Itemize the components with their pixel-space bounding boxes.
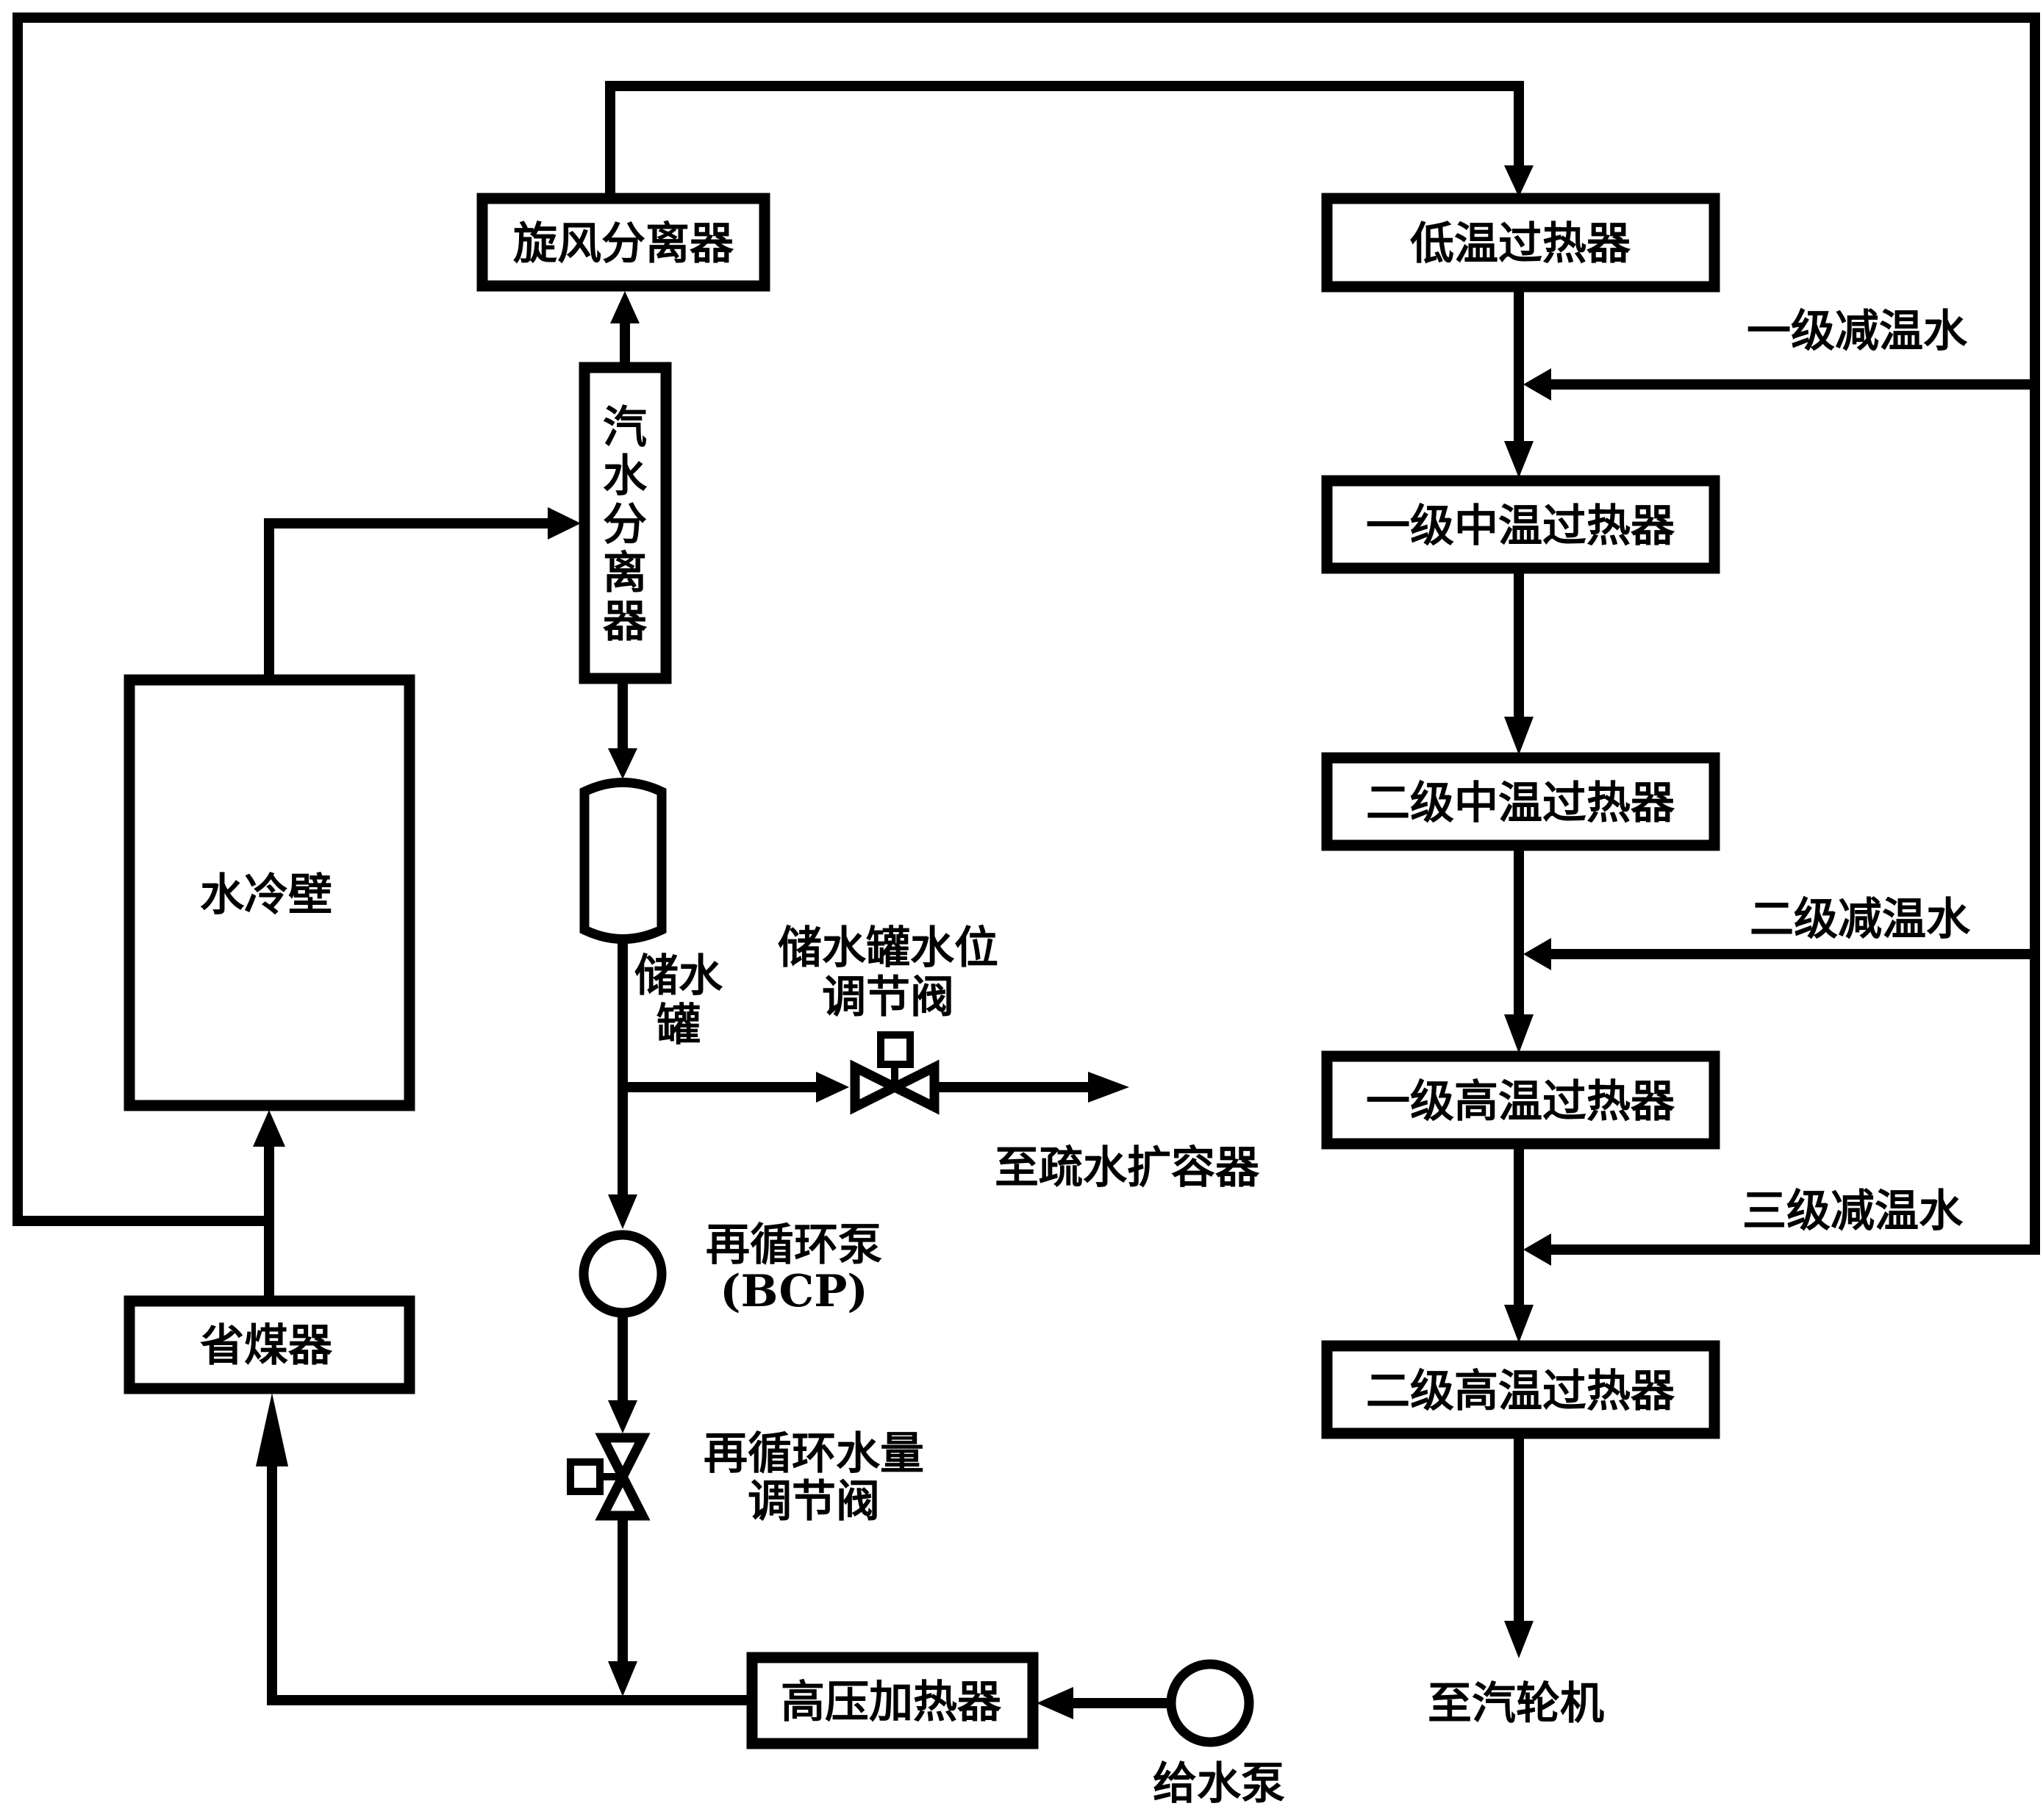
first-desuperheat-water-label: 一级减温水	[1747, 306, 1968, 357]
first-mid-temp-superheater-box	[1321, 475, 1720, 574]
hp-heater-box	[746, 1652, 1039, 1749]
arrow-into-waterwall	[253, 1110, 285, 1147]
storage-tank-label-line-1: 储水	[634, 950, 723, 1002]
pipe-cyclone-to-lowsh	[605, 81, 1524, 204]
to-drain-flash-tank-label: 至疏水扩容器	[995, 1142, 1260, 1194]
separator-label-char-1: 汽	[603, 402, 647, 454]
to-turbine-label: 至汽轮机	[1428, 1678, 1604, 1730]
arrow-into-economizer	[256, 1393, 288, 1466]
low-temp-superheater-label: 低温过热器	[1410, 218, 1631, 270]
arrow-into-pump	[608, 1194, 637, 1229]
arrow-to-turbine	[1504, 1621, 1534, 1658]
recirculation-pump-label-line-2: (BCP)	[720, 1266, 867, 1317]
first-high-temp-superheater-label: 一级高温过热器	[1366, 1076, 1675, 1128]
storage-tank-icon	[579, 778, 667, 944]
arrow-into-cyclone	[610, 291, 640, 323]
arrow-desuperheat-3	[1523, 1233, 1551, 1266]
arrow-into-tank	[608, 748, 637, 779]
arrow-into-feedline	[608, 1661, 637, 1697]
recirculation-valve-label-line-2: 调节阀	[748, 1476, 880, 1527]
pipe-hpheater-to-economizer	[267, 1458, 756, 1705]
feedwater-pump-label: 给水泵	[1153, 1758, 1285, 1810]
steam-water-separator-box	[579, 362, 672, 684]
pipe-outer-desuperheat-supply	[12, 12, 2040, 1255]
separator-label-char-5: 器	[603, 596, 648, 648]
tank-level-valve-label-line-2: 调节阀	[822, 972, 954, 1023]
feedwater-pump-icon	[1166, 1659, 1254, 1747]
separator-label-char-2: 水	[603, 451, 648, 502]
first-mid-temp-superheater-label: 一级中温过热器	[1366, 501, 1675, 552]
recirculation-pump-label-line-1: 再循环泵	[706, 1219, 882, 1271]
second-high-temp-superheater-box	[1321, 1340, 1720, 1439]
cyclone-separator-label: 旋风分离器	[513, 218, 734, 270]
arrow-into-highsh2	[1504, 1305, 1534, 1343]
water-wall-box	[124, 674, 415, 1111]
arrow-into-midsh2	[1504, 717, 1534, 755]
arrow-desuperheat-2	[1523, 938, 1551, 970]
tank-level-valve-label-line-1: 储水罐水位	[778, 922, 998, 974]
economizer-label: 省煤器	[200, 1320, 333, 1372]
recirculation-pump-icon	[579, 1230, 667, 1318]
separator-label-char-3: 分	[603, 499, 647, 551]
arrow-into-separator	[548, 507, 581, 540]
third-desuperheat-water-label: 三级减温水	[1742, 1186, 1964, 1237]
arrow-into-level-valve	[816, 1072, 849, 1103]
economizer-box	[124, 1295, 415, 1394]
water-wall-label: 水冷壁	[200, 870, 332, 921]
arrow-into-recirc-valve	[608, 1400, 637, 1433]
arrow-desuperheat-1	[1523, 368, 1551, 401]
second-high-temp-superheater-label: 二级高温过热器	[1366, 1366, 1675, 1417]
pipe-waterwall-to-separator	[264, 518, 553, 685]
arrow-into-hpheater	[1037, 1687, 1073, 1719]
second-mid-temp-superheater-box	[1321, 752, 1720, 851]
recirculation-flow-control-valve-icon	[567, 1433, 651, 1521]
second-desuperheat-water-label: 二级减温水	[1750, 894, 1971, 945]
recirculation-valve-label-line-1: 再循环水量	[704, 1428, 924, 1480]
arrow-into-highsh1	[1504, 1014, 1534, 1053]
separator-label-char-4: 离	[603, 548, 647, 599]
arrow-into-midsh1	[1504, 441, 1534, 478]
low-temp-superheater-box	[1321, 193, 1720, 293]
storage-tank-label-line-2: 罐	[656, 1000, 701, 1051]
second-mid-temp-superheater-label: 二级中温过热器	[1366, 778, 1675, 829]
arrow-into-lowsh	[1504, 165, 1534, 197]
arrow-to-flash-tank	[1088, 1072, 1129, 1103]
hp-heater-label: 高压加热器	[781, 1677, 1002, 1728]
first-high-temp-superheater-box	[1321, 1050, 1720, 1150]
tank-level-control-valve-icon	[850, 1031, 940, 1115]
cyclone-separator-box	[476, 193, 770, 292]
